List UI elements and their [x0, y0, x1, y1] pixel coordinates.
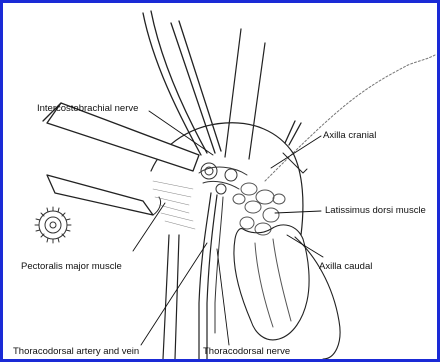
leader-latissimus	[275, 211, 321, 213]
lower-strip-left	[163, 235, 169, 359]
skin-contour	[265, 55, 435, 181]
leader-thoracodorsal-av	[141, 243, 207, 345]
leader-axilla-cranial	[271, 136, 321, 168]
label-axilla-caudal: Axilla caudal	[319, 262, 372, 272]
axilla-surgical-illustration	[3, 3, 437, 359]
thoracodorsal-bundle	[199, 193, 211, 359]
label-axilla-cranial: Axilla cranial	[323, 131, 376, 141]
instrument-top-2	[171, 23, 215, 153]
label-thoracodorsal-artery-and-vein: Thoracodorsal artery and vein	[13, 347, 139, 357]
instrument-top-3	[225, 29, 241, 157]
latissimus-lobules	[233, 183, 285, 235]
leader-thoracodorsal-nerve	[217, 249, 229, 345]
label-latissimus-dorsi-muscle: Latissimus dorsi muscle	[325, 206, 426, 216]
vessel-cluster	[199, 163, 247, 194]
instrument-top-4	[249, 43, 265, 159]
label-intercostobrachial-nerve: Intercostobrachial nerve	[37, 104, 138, 114]
retractor-lower-left	[47, 175, 153, 215]
pectoralis-hatching	[153, 181, 195, 229]
leader-axilla-caudal	[287, 235, 323, 257]
label-pectoralis-major-muscle: Pectoralis major muscle	[21, 262, 122, 272]
retractor-right	[285, 121, 301, 145]
wound-retractor-gear	[35, 207, 71, 243]
label-thoracodorsal-nerve: Thoracodorsal nerve	[203, 347, 290, 357]
